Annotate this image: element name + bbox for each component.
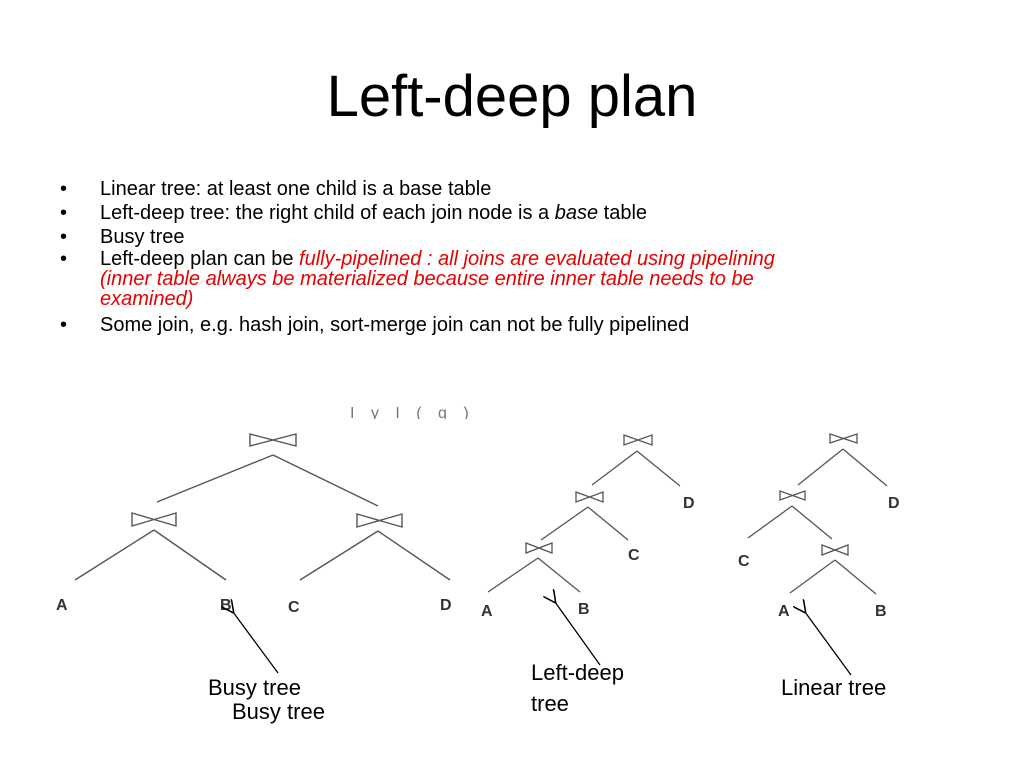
bullet-dot: • xyxy=(60,202,68,224)
tree-edge xyxy=(842,448,888,487)
tree-edge xyxy=(299,530,379,581)
tree-leaf-label: D xyxy=(683,495,695,512)
bowtie-icon xyxy=(575,491,604,503)
bullet-dot: • xyxy=(60,248,68,270)
tree-edge xyxy=(74,529,155,581)
bullet-text-prefix: Left-deep tree: the right child of each … xyxy=(100,202,555,224)
bullet-dot: • xyxy=(60,314,68,336)
tree-edge xyxy=(636,450,681,487)
busy-tree xyxy=(74,433,451,581)
arrow-icon xyxy=(805,612,852,676)
tree-edge xyxy=(487,557,539,593)
slide-title: Left-deep plan xyxy=(326,64,698,129)
bullet-text-prefix: Left-deep plan can be xyxy=(100,248,300,270)
tree-leaf-label: B xyxy=(220,597,232,614)
bullet-list: • Linear tree: at least one child is a b… xyxy=(60,177,940,337)
linear-tree xyxy=(747,433,888,595)
arrow-icon xyxy=(233,612,279,674)
tree-edge xyxy=(789,559,836,594)
arrow-icon xyxy=(555,602,601,666)
tree-leaf-label: D xyxy=(888,495,900,512)
tree-leaf-label: C xyxy=(738,553,750,570)
bullet-item: • Busy tree xyxy=(60,225,940,249)
tree-leaf-label: A xyxy=(481,603,493,620)
tree-leaf-label: C xyxy=(628,547,640,564)
tree-leaf-label: A xyxy=(56,597,68,614)
caption-busy-tree: Busy tree xyxy=(208,675,301,700)
bowtie-icon xyxy=(131,512,177,527)
bullet-item: • Linear tree: at least one child is a b… xyxy=(60,177,940,201)
tree-edge xyxy=(540,506,589,541)
bullet-item: • Left-deep tree: the right child of eac… xyxy=(60,201,940,225)
bullet-dot: • xyxy=(60,178,68,200)
caption-linear-tree: Linear tree xyxy=(781,675,887,700)
bowtie-icon xyxy=(779,490,806,501)
bullet-red-line-1: fully-pipelined : all joins are evaluate… xyxy=(299,248,775,270)
tree-leaf-label: B xyxy=(578,601,590,618)
bullet-text-italic: base xyxy=(554,202,599,224)
tree-edge xyxy=(272,454,379,507)
tree-edge xyxy=(747,505,793,539)
tree-leaf-label: B xyxy=(875,603,887,620)
bullet-text-suffix: table xyxy=(598,202,648,224)
tree-edge xyxy=(156,454,274,503)
tree-edge xyxy=(377,530,451,581)
tree-edge xyxy=(537,557,581,593)
bullet-red-line-3: examined) xyxy=(100,288,194,310)
caption-left-deep-tree: Left-deep tree xyxy=(531,660,624,716)
tree-edge xyxy=(591,450,638,486)
bowtie-icon xyxy=(829,433,858,444)
tree-leaf-label: C xyxy=(288,599,300,616)
tree-leaf-label: D xyxy=(440,597,452,614)
tree-leaf-label: A xyxy=(778,603,790,620)
bullet-text: Linear tree: at least one child is a bas… xyxy=(100,178,492,200)
bullet-item: • Some join, e.g. hash join, sort-merge … xyxy=(60,313,940,337)
tree-edge xyxy=(153,529,227,581)
bowtie-icon xyxy=(249,433,297,447)
cropped-text-fragment: I y I ( g ) xyxy=(350,405,475,419)
caption-busy-tree-duplicate: Busy tree xyxy=(232,699,325,724)
bullet-item: • Left-deep plan can be fully-pipelined … xyxy=(60,249,940,309)
bullet-text: Busy tree xyxy=(100,226,185,248)
tree-edge xyxy=(587,506,629,541)
bullet-text: Some join, e.g. hash join, sort-merge jo… xyxy=(100,314,690,336)
bowtie-icon xyxy=(525,542,553,554)
bullet-dot: • xyxy=(60,226,68,248)
tree-edge xyxy=(791,505,833,540)
annotation-arrows xyxy=(233,602,852,676)
tree-edge xyxy=(797,448,844,486)
left-deep-tree xyxy=(487,434,681,593)
bowtie-icon xyxy=(623,434,653,446)
bowtie-icon xyxy=(821,544,849,556)
bullet-red-line-2: (inner table always be materialized beca… xyxy=(100,268,754,290)
tree-edge xyxy=(834,559,877,595)
bowtie-icon xyxy=(356,513,403,528)
